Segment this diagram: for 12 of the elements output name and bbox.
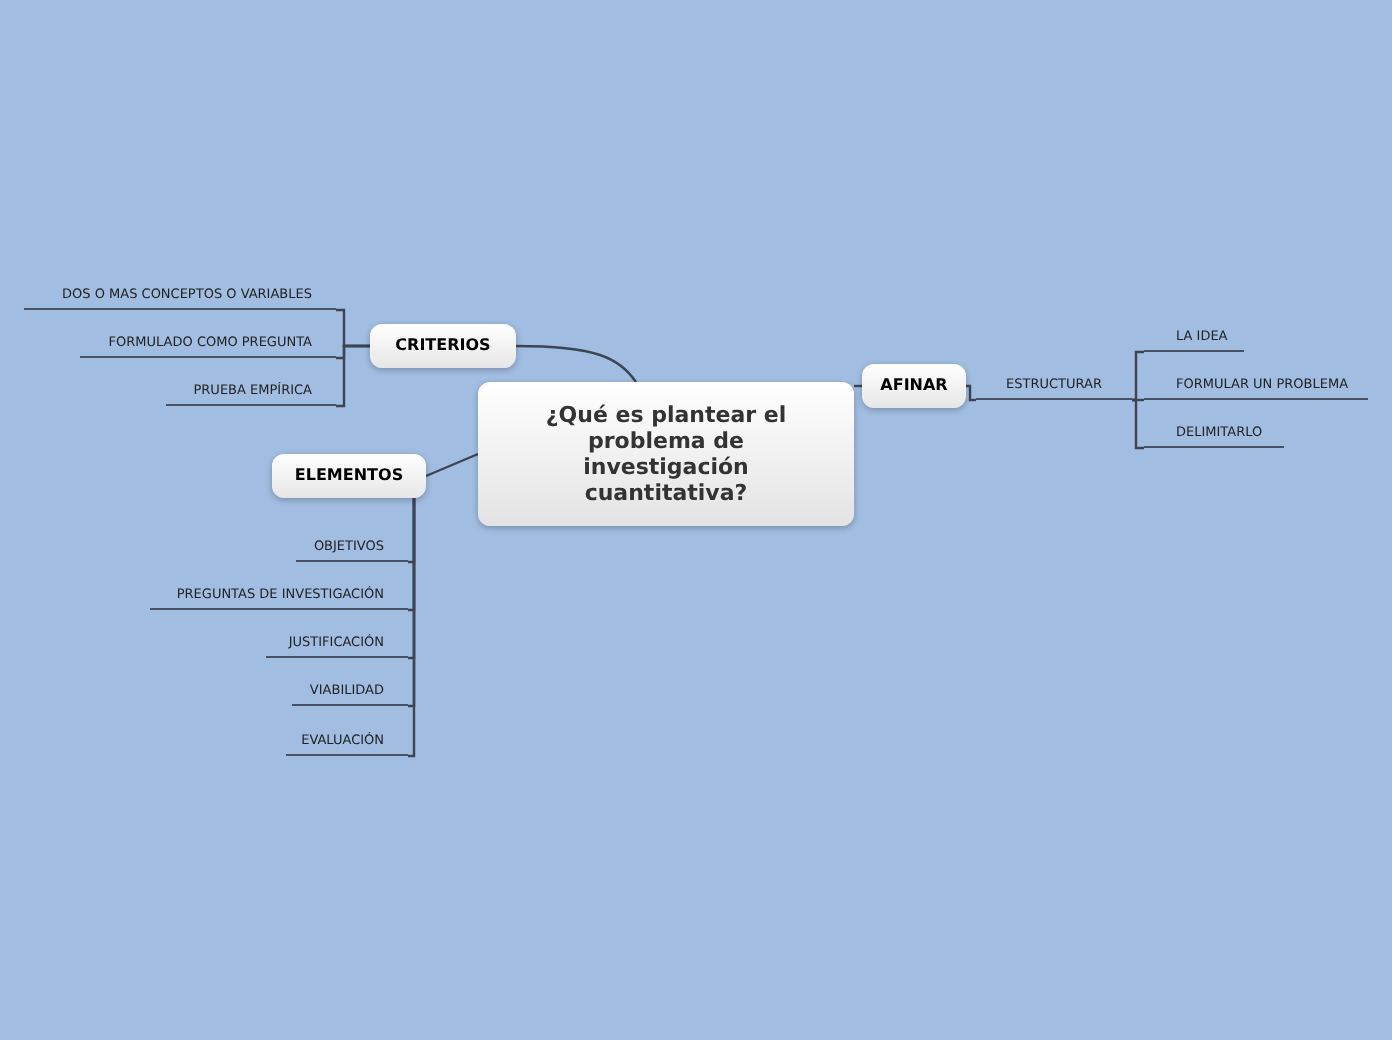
connector-line: [1132, 398, 1144, 402]
topic-box: CRITERIOS: [370, 324, 516, 368]
topic-box: AFINAR: [862, 364, 966, 408]
connector-line: [1132, 350, 1144, 402]
connector-line: [516, 344, 637, 383]
connector-line: [1132, 398, 1144, 450]
connector-line: [336, 344, 370, 408]
connector-line: [425, 452, 479, 478]
central-topic-box: ¿Qué es plantear el problema de investigación cuantitativa?: [478, 382, 854, 526]
topic-box: ELEMENTOS: [272, 454, 426, 498]
connector-line: [966, 384, 976, 402]
connector-line: [408, 498, 416, 758]
